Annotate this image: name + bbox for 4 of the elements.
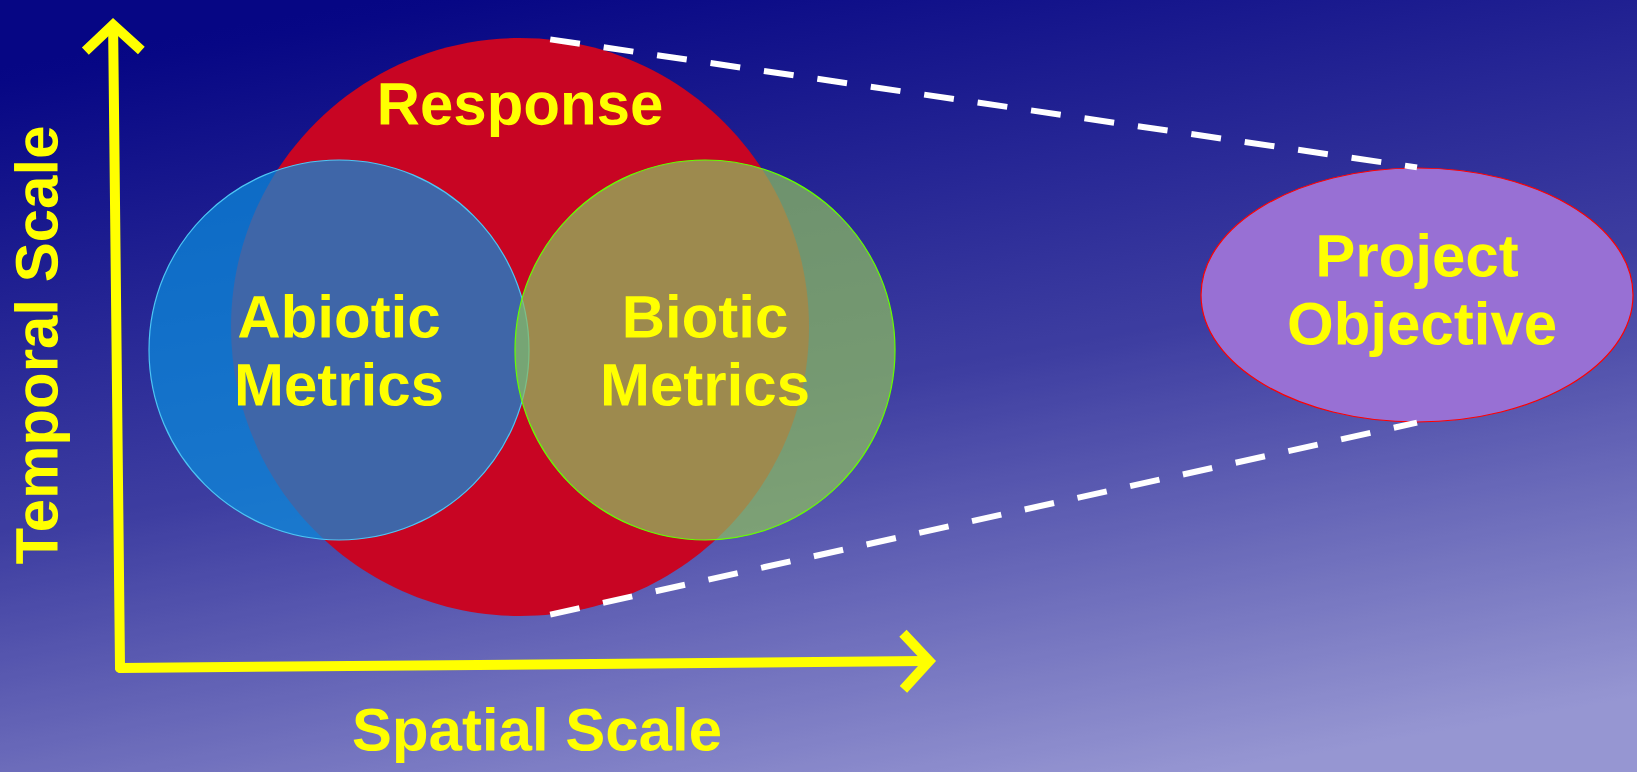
- dashed-line: [549, 36, 1418, 171]
- dashed-line: [549, 419, 1418, 618]
- axis-label: Spatial Scale: [353, 707, 720, 763]
- axis-label: Temporal Scale: [14, 127, 70, 564]
